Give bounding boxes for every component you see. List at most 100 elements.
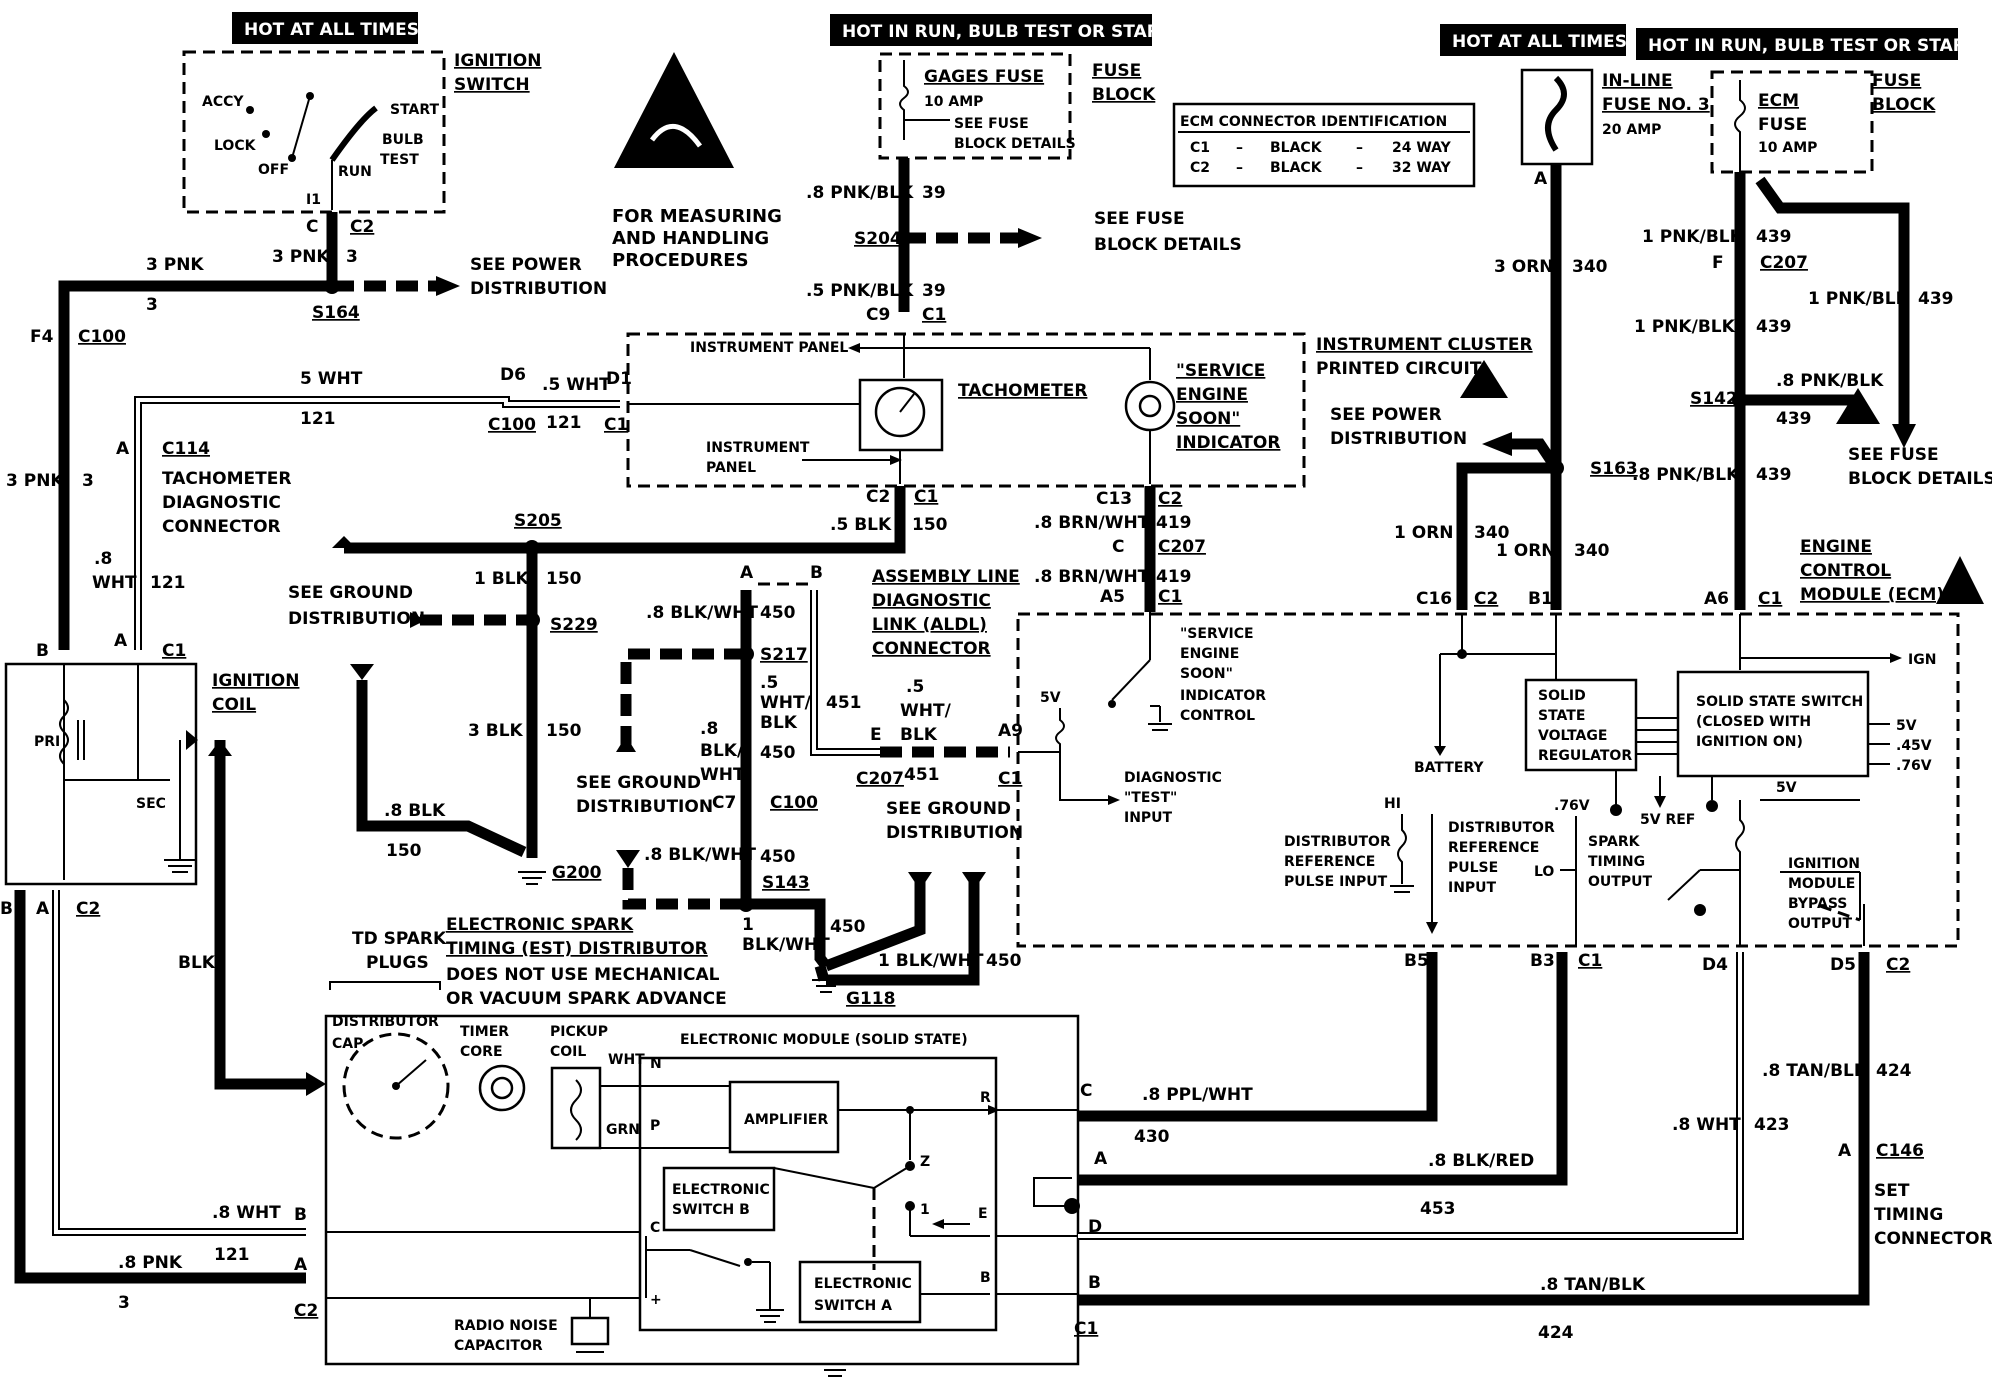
svg-text:SEE GROUND: SEE GROUND — [576, 773, 701, 793]
svg-text:ASSEMBLY LINE: ASSEMBLY LINE — [872, 567, 1020, 587]
ecm-fuse-block: ECM FUSE 10 AMP FUSE BLOCK — [1710, 70, 1936, 174]
ground-wire-150: .5 BLK 150 S205 SEE GROUND DISTRIBUTION … — [288, 486, 948, 885]
svg-text:DIAGNOSTIC: DIAGNOSTIC — [872, 591, 991, 611]
svg-text:.5: .5 — [906, 677, 924, 697]
svg-text:340: 340 — [1572, 257, 1608, 277]
svg-text:430: 430 — [1134, 1127, 1170, 1147]
svg-text:C1: C1 — [998, 769, 1022, 789]
svg-text:DIAGNOSTIC: DIAGNOSTIC — [162, 493, 281, 513]
svg-text:C2: C2 — [1190, 160, 1210, 176]
svg-text:D6: D6 — [500, 365, 526, 385]
svg-text:419: 419 — [1156, 567, 1192, 587]
svg-text:C207: C207 — [1158, 537, 1206, 557]
svg-text:1 ORN: 1 ORN — [1394, 523, 1454, 543]
svg-text:COIL: COIL — [212, 695, 256, 715]
svg-text:C207: C207 — [1760, 253, 1808, 273]
svg-text:C2: C2 — [1158, 489, 1182, 509]
svg-text:450: 450 — [760, 847, 796, 867]
svg-text:B: B — [980, 1270, 991, 1286]
svg-text:WHT: WHT — [608, 1052, 645, 1068]
svg-text:CONTROL: CONTROL — [1180, 708, 1255, 724]
svg-text:3 PNK: 3 PNK — [146, 255, 204, 275]
svg-text:START: START — [390, 102, 440, 118]
svg-text:.8 PNK: .8 PNK — [118, 1253, 183, 1273]
svg-text:DOES NOT USE MECHANICAL: DOES NOT USE MECHANICAL — [446, 965, 720, 985]
svg-text:A: A — [1534, 169, 1548, 189]
tach-wire-121: 5 WHT 121 D6 C100 .5 WHT 121 D1 C1 A C11… — [92, 365, 632, 650]
svg-text:RUN: RUN — [338, 164, 372, 180]
svg-text:B: B — [294, 1205, 307, 1225]
header-hot-all-times-right: HOT AT ALL TIMES — [1440, 24, 1627, 56]
svg-text:DISTRIBUTION: DISTRIBUTION — [576, 797, 713, 817]
svg-text:C1: C1 — [1190, 140, 1210, 156]
svg-text:439: 439 — [1918, 289, 1954, 309]
svg-text:C2: C2 — [294, 1301, 318, 1321]
svg-text:SPARK: SPARK — [1588, 834, 1641, 850]
svg-text:ELECTRONIC: ELECTRONIC — [814, 1276, 912, 1292]
svg-text:451: 451 — [826, 693, 862, 713]
svg-text:–: – — [1356, 140, 1363, 156]
svg-text:WHT: WHT — [92, 573, 137, 593]
svg-text:S217: S217 — [760, 645, 808, 665]
svg-text:121: 121 — [546, 413, 582, 433]
svg-text:INSTRUMENT CLUSTER: INSTRUMENT CLUSTER — [1316, 335, 1533, 355]
svg-text:PULSE: PULSE — [1448, 860, 1498, 876]
svg-text:C7: C7 — [712, 793, 736, 813]
svg-text:121: 121 — [150, 573, 186, 593]
svg-text:BLOCK: BLOCK — [1872, 95, 1936, 115]
svg-text:CONNECTOR: CONNECTOR — [872, 639, 991, 659]
svg-text:424: 424 — [1876, 1061, 1912, 1081]
svg-text:5 WHT: 5 WHT — [300, 369, 363, 389]
svg-text:B: B — [1088, 1273, 1101, 1293]
svg-text:BLOCK DETAILS: BLOCK DETAILS — [1094, 235, 1242, 255]
svg-text:C13: C13 — [1096, 489, 1132, 509]
svg-text:BLOCK: BLOCK — [1092, 85, 1156, 105]
svg-text:C: C — [1112, 537, 1124, 557]
svg-text:3 BLK: 3 BLK — [468, 721, 524, 741]
svg-text:A: A — [740, 563, 754, 583]
svg-text:CONTROL: CONTROL — [1800, 561, 1891, 581]
svg-text:3 ORN: 3 ORN — [1494, 257, 1554, 277]
svg-text:CONNECTOR: CONNECTOR — [162, 517, 281, 537]
svg-text:DISTRIBUTOR: DISTRIBUTOR — [1284, 834, 1391, 850]
svg-text:BYPASS: BYPASS — [1788, 896, 1847, 912]
svg-text:S142: S142 — [1690, 389, 1738, 409]
svg-text:BLK/: BLK/ — [700, 741, 744, 761]
svg-text:.8: .8 — [700, 719, 718, 739]
svg-text:451: 451 — [904, 765, 940, 785]
svg-text:C1: C1 — [1074, 1319, 1098, 1339]
svg-text:FUSE: FUSE — [1092, 61, 1141, 81]
svg-text:450: 450 — [986, 951, 1022, 971]
ecm-connector-id-table: ECM CONNECTOR IDENTIFICATION C1 – BLACK … — [1172, 102, 1476, 188]
svg-text:39: 39 — [922, 281, 946, 301]
header-hot-in-run-right: HOT IN RUN, BULB TEST OR START — [1636, 28, 1977, 60]
svg-text:SOON": SOON" — [1180, 666, 1233, 682]
svg-text:TEST: TEST — [380, 152, 419, 168]
svg-text:ENGINE: ENGINE — [1800, 537, 1872, 557]
svg-text:450: 450 — [760, 603, 796, 623]
svg-text:P: P — [650, 1118, 660, 1134]
svg-text:BLACK: BLACK — [1270, 160, 1323, 176]
svg-text:PULSE INPUT: PULSE INPUT — [1284, 874, 1388, 890]
svg-text:424: 424 — [1538, 1323, 1574, 1343]
svg-text:ELECTRONIC: ELECTRONIC — [672, 1182, 770, 1198]
svg-text:C: C — [1080, 1081, 1092, 1101]
svg-text:.8: .8 — [94, 549, 112, 569]
svg-text:S164: S164 — [312, 303, 360, 323]
svg-text:A: A — [1838, 1141, 1852, 1161]
svg-text:.45V: .45V — [1896, 738, 1932, 754]
svg-text:450: 450 — [830, 917, 866, 937]
svg-text:.8 BLK: .8 BLK — [384, 801, 446, 821]
svg-text:TIMING (EST) DISTRIBUTOR: TIMING (EST) DISTRIBUTOR — [446, 939, 708, 959]
svg-text:G200: G200 — [552, 863, 602, 883]
svg-text:TIMING: TIMING — [1588, 854, 1645, 870]
svg-text:PICKUP: PICKUP — [550, 1024, 608, 1040]
svg-text:121: 121 — [214, 1245, 250, 1265]
svg-text:BLK: BLK — [900, 725, 938, 745]
svg-text:IGN: IGN — [1908, 652, 1936, 668]
svg-text:.5: .5 — [760, 673, 778, 693]
header-hot-in-run-center: HOT IN RUN, BULB TEST OR START — [830, 14, 1171, 46]
svg-text:C146: C146 — [1876, 1141, 1924, 1161]
svg-text:BULB: BULB — [382, 132, 424, 148]
svg-text:OFF: OFF — [258, 162, 289, 178]
